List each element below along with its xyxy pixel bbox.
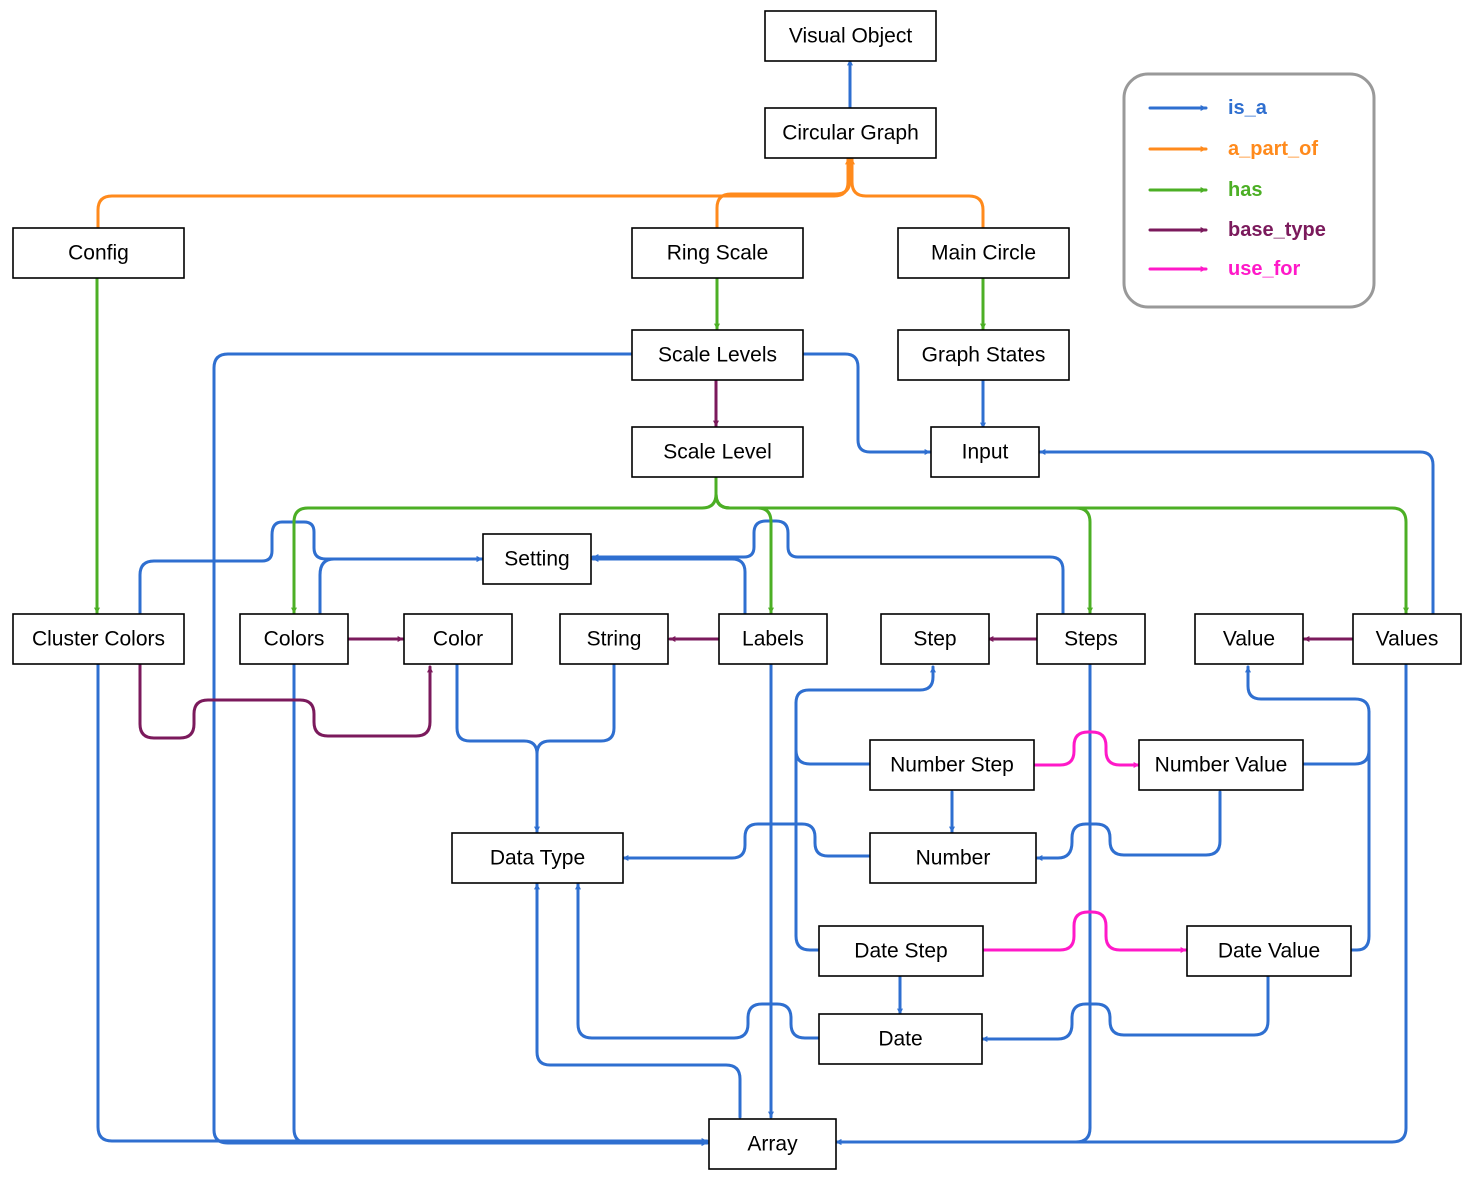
node-label: Config	[68, 242, 129, 265]
node-label: String	[587, 628, 642, 651]
node-label: Colors	[264, 628, 325, 651]
edge-scale-levels-is-a-input	[802, 352, 932, 455]
legend-item-is-a: is_a	[1148, 97, 1268, 119]
legend: is_a a_part_of has base_type use_for	[1122, 72, 1376, 309]
legend-item-has: has	[1148, 179, 1262, 201]
edge-cluster-colors-is-a-array	[96, 663, 709, 1144]
legend-label-base-type: base_type	[1228, 219, 1326, 241]
edge-string-is-a-data-type	[535, 663, 616, 756]
edge-labels-is-a-setting	[591, 556, 747, 615]
node-setting: Setting	[482, 533, 592, 585]
edge-scale-level-has-values	[714, 492, 1409, 615]
edge-steps-is-a-setting	[591, 519, 1065, 615]
nodes: Visual Object Circular Graph Config Ring…	[12, 10, 1462, 1170]
node-label: Setting	[504, 548, 569, 571]
node-label: Date Step	[854, 940, 947, 963]
node-array: Array	[708, 1118, 837, 1170]
node-label: Color	[433, 628, 483, 651]
node-label: Number Value	[1155, 754, 1288, 777]
edge-date-step-use-for-date-value	[982, 910, 1188, 953]
node-scale-levels: Scale Levels	[631, 329, 804, 381]
edge-cluster-colors-base-type-color	[138, 663, 433, 740]
node-label: Values	[1376, 628, 1439, 651]
node-input: Input	[930, 426, 1040, 478]
node-date: Date	[818, 1013, 983, 1065]
legend-item-base-type: base_type	[1148, 219, 1326, 241]
node-number-step: Number Step	[869, 739, 1035, 791]
node-label: Main Circle	[931, 242, 1036, 265]
node-config: Config	[12, 227, 185, 279]
node-color: Color	[403, 613, 513, 665]
node-graph-states: Graph States	[897, 329, 1070, 381]
node-step: Step	[880, 613, 990, 665]
node-label: Value	[1223, 628, 1275, 651]
edge-date-is-a-data-type	[575, 882, 821, 1040]
edge-color-is-a-data-type	[455, 663, 540, 834]
edges	[94, 58, 1435, 1146]
node-label: Circular Graph	[782, 122, 919, 145]
edge-date-step-is-a-step	[794, 701, 821, 952]
node-label: Number	[916, 847, 991, 870]
node-colors: Colors	[239, 613, 349, 665]
edge-number-value-is-a-value	[1245, 665, 1371, 766]
edge-ring-scale-part-of-circular-graph	[715, 157, 853, 230]
node-label: Scale Levels	[658, 344, 777, 367]
legend-label-has: has	[1228, 179, 1262, 201]
node-number-value: Number Value	[1138, 739, 1304, 791]
legend-label-a-part-of: a_part_of	[1228, 138, 1318, 160]
legend-box	[1122, 72, 1376, 309]
edge-number-value-is-a-number	[1035, 790, 1222, 861]
edge-colors-is-a-setting	[318, 556, 484, 615]
node-label: Graph States	[922, 344, 1046, 367]
node-label: Number Step	[890, 754, 1014, 777]
node-cluster-colors: Cluster Colors	[12, 613, 185, 665]
node-string: String	[559, 613, 669, 665]
node-label: Array	[747, 1133, 798, 1156]
edge-number-step-is-a-step	[794, 665, 936, 766]
node-number: Number	[869, 832, 1037, 884]
node-label: Cluster Colors	[32, 628, 165, 651]
node-value: Value	[1194, 613, 1304, 665]
edge-main-circle-part-of-circular-graph	[849, 157, 985, 230]
node-visual-object: Visual Object	[764, 10, 937, 62]
edge-steps-is-a-array	[834, 663, 1092, 1145]
edge-cluster-colors-is-a-setting	[138, 520, 484, 615]
legend-item-a-part-of: a_part_of	[1148, 138, 1318, 160]
node-label: Labels	[742, 628, 804, 651]
edge-values-is-a-input	[1038, 449, 1435, 615]
edge-date-value-is-a-value	[1349, 710, 1371, 952]
edge-array-is-a-data-type	[534, 882, 742, 1119]
node-date-value: Date Value	[1186, 925, 1352, 977]
node-circular-graph: Circular Graph	[764, 107, 937, 159]
node-label: Input	[962, 441, 1009, 464]
node-values: Values	[1352, 613, 1462, 665]
node-label: Step	[913, 628, 956, 651]
node-label: Visual Object	[789, 25, 913, 48]
legend-label-use-for: use_for	[1228, 258, 1300, 280]
edge-colors-is-a-array	[292, 663, 709, 1146]
node-steps: Steps	[1036, 613, 1146, 665]
node-labels: Labels	[718, 613, 828, 665]
node-label: Steps	[1064, 628, 1118, 651]
legend-item-use-for: use_for	[1148, 258, 1300, 280]
edge-number-step-use-for-number-value	[1033, 730, 1141, 768]
edge-date-value-is-a-date	[980, 975, 1270, 1042]
node-main-circle: Main Circle	[897, 227, 1070, 279]
node-label: Date Value	[1218, 940, 1320, 963]
node-date-step: Date Step	[818, 925, 984, 977]
edge-number-is-a-data-type	[621, 822, 871, 861]
edge-values-is-a-array	[834, 663, 1408, 1145]
node-label: Scale Level	[663, 441, 772, 464]
node-data-type: Data Type	[451, 832, 624, 884]
node-label: Date	[878, 1028, 922, 1051]
legend-label-is-a: is_a	[1228, 97, 1268, 119]
node-ring-scale: Ring Scale	[631, 227, 804, 279]
node-label: Data Type	[490, 847, 585, 870]
node-label: Ring Scale	[667, 242, 769, 265]
node-scale-level: Scale Level	[631, 426, 804, 478]
